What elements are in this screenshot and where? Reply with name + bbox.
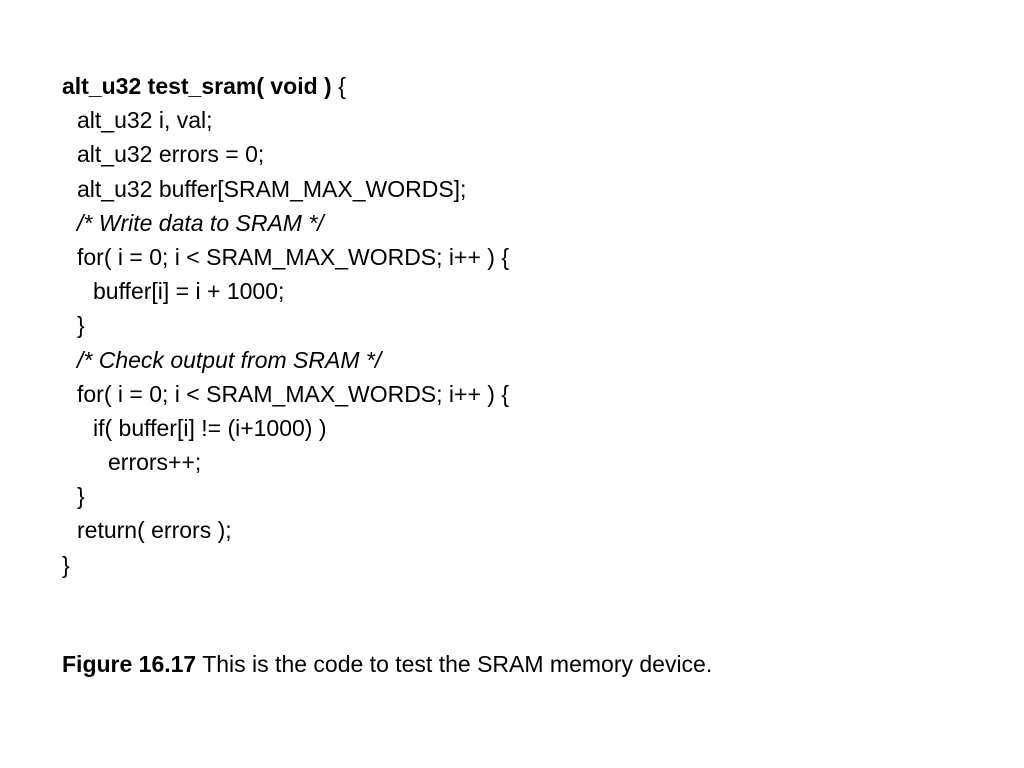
code-comment-write: /* Write data to SRAM */ — [77, 209, 324, 236]
code-line-close-for-write: } — [77, 312, 85, 339]
code-line-close-function: } — [62, 551, 70, 578]
code-comment-check: /* Check output from SRAM */ — [77, 346, 382, 373]
code-listing: alt_u32 test_sram( void ) { alt_u32 i, v… — [62, 69, 962, 582]
code-line-declare-buffer: alt_u32 buffer[SRAM_MAX_WORDS]; — [77, 175, 467, 202]
code-line-buffer-assign: buffer[i] = i + 1000; — [93, 278, 285, 305]
figure-caption: Figure 16.17 This is the code to test th… — [62, 647, 712, 681]
figure-label: Figure 16.17 — [62, 651, 197, 677]
opening-brace: { — [331, 73, 346, 99]
code-line-if-compare: if( buffer[i] != (i+1000) ) — [93, 414, 327, 441]
function-signature-bold: alt_u32 test_sram( void ) — [62, 73, 332, 99]
code-line-declare-i-val: alt_u32 i, val; — [77, 107, 213, 134]
code-line-for-write: for( i = 0; i < SRAM_MAX_WORDS; i++ ) { — [77, 243, 510, 270]
code-line-declare-errors: alt_u32 errors = 0; — [77, 141, 265, 168]
code-line-errors-increment: errors++; — [108, 449, 202, 476]
code-line-return: return( errors ); — [77, 517, 232, 544]
function-signature: alt_u32 test_sram( void ) { — [62, 69, 962, 103]
code-line-for-check: for( i = 0; i < SRAM_MAX_WORDS; i++ ) { — [77, 380, 510, 407]
code-line-close-for-check: } — [77, 483, 85, 510]
figure-caption-text: This is the code to test the SRAM memory… — [196, 651, 713, 677]
